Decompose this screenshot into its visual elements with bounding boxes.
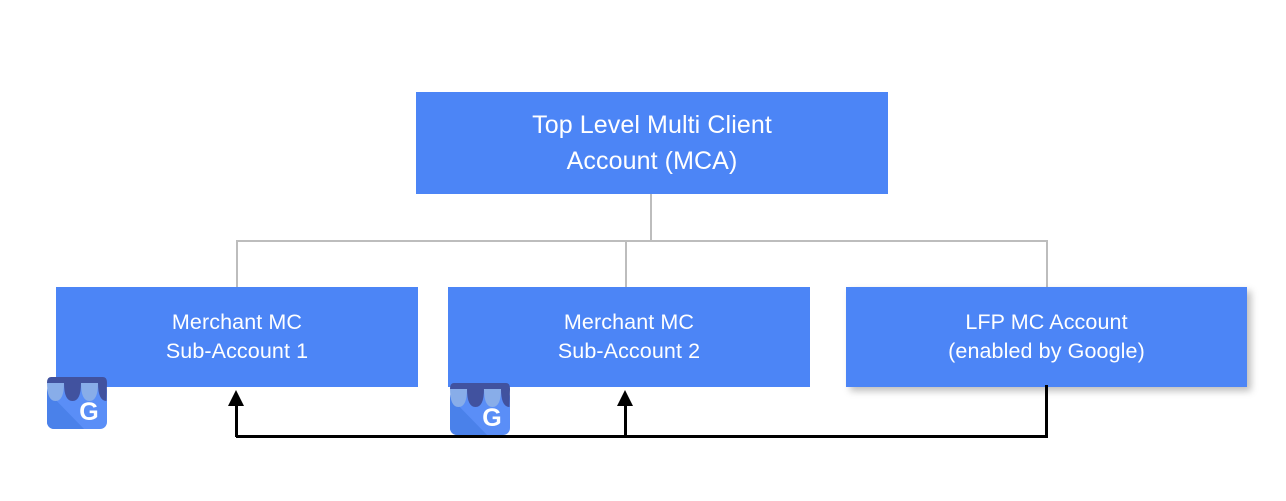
node-merchant-sub-account-1[interactable]: Merchant MC Sub-Account 1 bbox=[56, 287, 418, 387]
node-top-level-mca-line2: Account (MCA) bbox=[566, 147, 738, 175]
feedback-line-from-lfp bbox=[1045, 385, 1048, 437]
feedback-line-to-sub1 bbox=[235, 400, 238, 437]
node-merchant-sub-account-2[interactable]: Merchant MC Sub-Account 2 bbox=[448, 287, 810, 387]
node-lfp-mc-account-line2: (enabled by Google) bbox=[948, 339, 1145, 363]
node-merchant-sub-account-1-line1: Merchant MC bbox=[171, 310, 303, 334]
google-business-profile-icon: G bbox=[450, 383, 510, 435]
node-merchant-sub-account-2-line1: Merchant MC bbox=[563, 310, 695, 334]
gbp-icon-letter: G bbox=[482, 404, 501, 432]
connector-drop-sub1 bbox=[236, 240, 238, 288]
connector-drop-lfp bbox=[1046, 240, 1048, 288]
node-lfp-mc-account-line1: LFP MC Account bbox=[965, 310, 1128, 334]
connector-drop-sub2 bbox=[625, 240, 627, 288]
feedback-line-horizontal bbox=[236, 435, 1048, 438]
connector-horizontal-bus bbox=[236, 240, 1048, 242]
google-business-profile-icon: G bbox=[47, 377, 107, 429]
arrowhead-to-sub2-icon bbox=[617, 390, 633, 406]
connector-root-stem bbox=[650, 194, 652, 242]
gbp-icon-letter: G bbox=[79, 398, 98, 426]
node-merchant-sub-account-1-line2: Sub-Account 1 bbox=[165, 339, 309, 363]
node-lfp-mc-account[interactable]: LFP MC Account (enabled by Google) bbox=[846, 287, 1247, 387]
arrowhead-to-sub1-icon bbox=[228, 390, 244, 406]
node-top-level-mca[interactable]: Top Level Multi Client Account (MCA) bbox=[416, 92, 888, 194]
node-top-level-mca-line1: Top Level Multi Client bbox=[532, 111, 772, 139]
feedback-line-to-sub2 bbox=[624, 400, 627, 437]
node-merchant-sub-account-2-line2: Sub-Account 2 bbox=[557, 339, 701, 363]
